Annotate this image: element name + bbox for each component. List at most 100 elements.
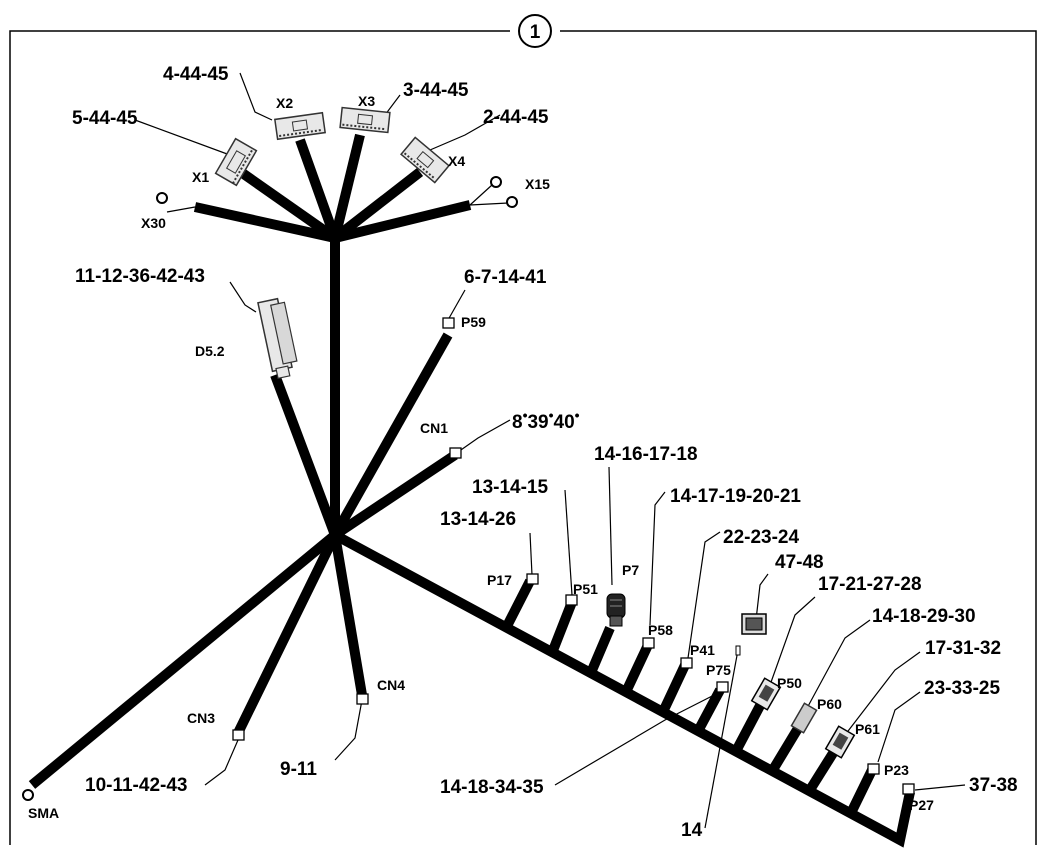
- figure-number: 1: [530, 22, 541, 43]
- ref-p27: 37-38: [969, 775, 1018, 796]
- ref-p59: 6-7-14-41: [464, 267, 547, 288]
- label-p27: P27: [909, 797, 934, 813]
- terminal-cn4: [356, 693, 369, 705]
- connector-p50: [750, 677, 782, 711]
- ring-terminal-x30: [156, 192, 168, 204]
- ref-p60: 14-18-29-30: [872, 606, 976, 627]
- connector-d52: [257, 297, 298, 380]
- label-p58: P58: [648, 622, 673, 638]
- wire-p61: [803, 747, 840, 796]
- ref-d52: 11-12-36-42-43: [75, 266, 205, 287]
- wire-d52: [270, 373, 340, 537]
- wire-x2: [295, 138, 340, 240]
- cn1-bullet-1: •: [523, 407, 528, 423]
- label-p75: P75: [706, 662, 731, 678]
- label-p59: P59: [461, 314, 486, 330]
- label-x4: X4: [448, 153, 465, 169]
- ref-cn1-b: 39: [527, 412, 548, 433]
- ref-part-14: 14: [681, 820, 703, 841]
- label-p23: P23: [884, 762, 909, 778]
- figure-number-badge: 1: [518, 14, 552, 48]
- ref-p61: 17-31-32: [925, 638, 1001, 659]
- ref-p51: 13-14-15: [472, 477, 548, 498]
- label-cn4: CN4: [377, 677, 405, 693]
- ref-cn1: 8•39•40•: [512, 407, 580, 433]
- label-x30: X30: [141, 215, 166, 231]
- label-cn3: CN3: [187, 710, 215, 726]
- label-p60: P60: [817, 696, 842, 712]
- wire-cn4: [330, 534, 367, 696]
- wire-x3: [330, 133, 365, 240]
- ref-cn1-c: 40: [554, 412, 575, 433]
- wire-p59: [330, 332, 453, 538]
- connector-labels: X1 X2 X3 X4 X15 X30 D5.2 P59 CN1 P17 P51…: [28, 93, 934, 821]
- wire-p51: [547, 600, 577, 655]
- wire-p7: [585, 626, 615, 677]
- label-x1: X1: [192, 169, 209, 185]
- connector-p7: [606, 593, 626, 627]
- wire-p58: [620, 642, 653, 697]
- label-p7: P7: [622, 562, 639, 578]
- connector-p61: [824, 725, 856, 759]
- part-14-terminal: [735, 645, 741, 656]
- wire-cn3: [233, 532, 340, 736]
- wire-cn1: [332, 450, 458, 540]
- label-d52: D5.2: [195, 343, 225, 359]
- label-p17: P17: [487, 572, 512, 588]
- ref-cn3: 10-11-42-43: [85, 775, 187, 796]
- label-x3: X3: [358, 93, 375, 109]
- leader-lines: [134, 72, 966, 829]
- wire-p41: [657, 662, 690, 717]
- ref-p75: 14-18-34-35: [440, 777, 544, 798]
- connector-x4: [400, 136, 450, 184]
- ref-p23: 23-33-25: [924, 678, 1000, 699]
- ref-x4: 2-44-45: [483, 107, 549, 128]
- harness-wires: [28, 133, 915, 848]
- ring-terminal-sma: [22, 789, 34, 801]
- terminal-p17: [526, 573, 539, 585]
- cn1-bullet-3: •: [575, 407, 580, 423]
- terminal-p27: [902, 783, 915, 795]
- wire-p23: [845, 767, 877, 818]
- terminal-p23: [867, 763, 880, 775]
- connector-x2: [273, 111, 327, 141]
- ring-terminal-x15: [490, 176, 518, 208]
- terminal-p59: [442, 317, 455, 329]
- label-p61: P61: [855, 721, 880, 737]
- connector-x3: [339, 106, 391, 134]
- label-p41: P41: [690, 642, 715, 658]
- cn1-bullet-2: •: [549, 407, 554, 423]
- ref-p50: 17-21-27-28: [818, 574, 922, 595]
- connector-p60: [790, 702, 818, 734]
- terminal-p75: [716, 681, 729, 693]
- wire-main-branch: [332, 530, 915, 848]
- ref-part-4748: 47-48: [775, 552, 824, 573]
- label-x15: X15: [525, 176, 550, 192]
- wire-p60: [766, 722, 805, 776]
- wire-x15: [333, 200, 472, 243]
- label-x2: X2: [276, 95, 293, 111]
- wire-x4: [331, 168, 424, 242]
- terminal-cn1: [449, 447, 462, 459]
- connector-x1: [214, 137, 258, 187]
- ref-p41: 22-23-24: [723, 527, 799, 548]
- ref-x1: 5-44-45: [72, 108, 138, 129]
- ref-cn1-a: 8: [512, 412, 523, 433]
- ref-x2: 4-44-45: [163, 64, 229, 85]
- terminal-p58: [642, 637, 655, 649]
- ref-p17: 13-14-26: [440, 509, 516, 530]
- label-sma: SMA: [28, 805, 59, 821]
- wire-p50: [730, 697, 768, 756]
- label-p50: P50: [777, 675, 802, 691]
- wire-x1: [235, 165, 338, 243]
- label-cn1: CN1: [420, 420, 448, 436]
- wire-sma: [28, 531, 339, 789]
- terminal-cn3: [232, 729, 245, 741]
- terminal-p51: [565, 594, 578, 606]
- ref-x3: 3-44-45: [403, 80, 469, 101]
- wire-p75: [692, 687, 725, 736]
- ref-p58: 14-17-19-20-21: [670, 486, 801, 507]
- part-47-48: [741, 613, 767, 635]
- wire-p17: [501, 578, 535, 631]
